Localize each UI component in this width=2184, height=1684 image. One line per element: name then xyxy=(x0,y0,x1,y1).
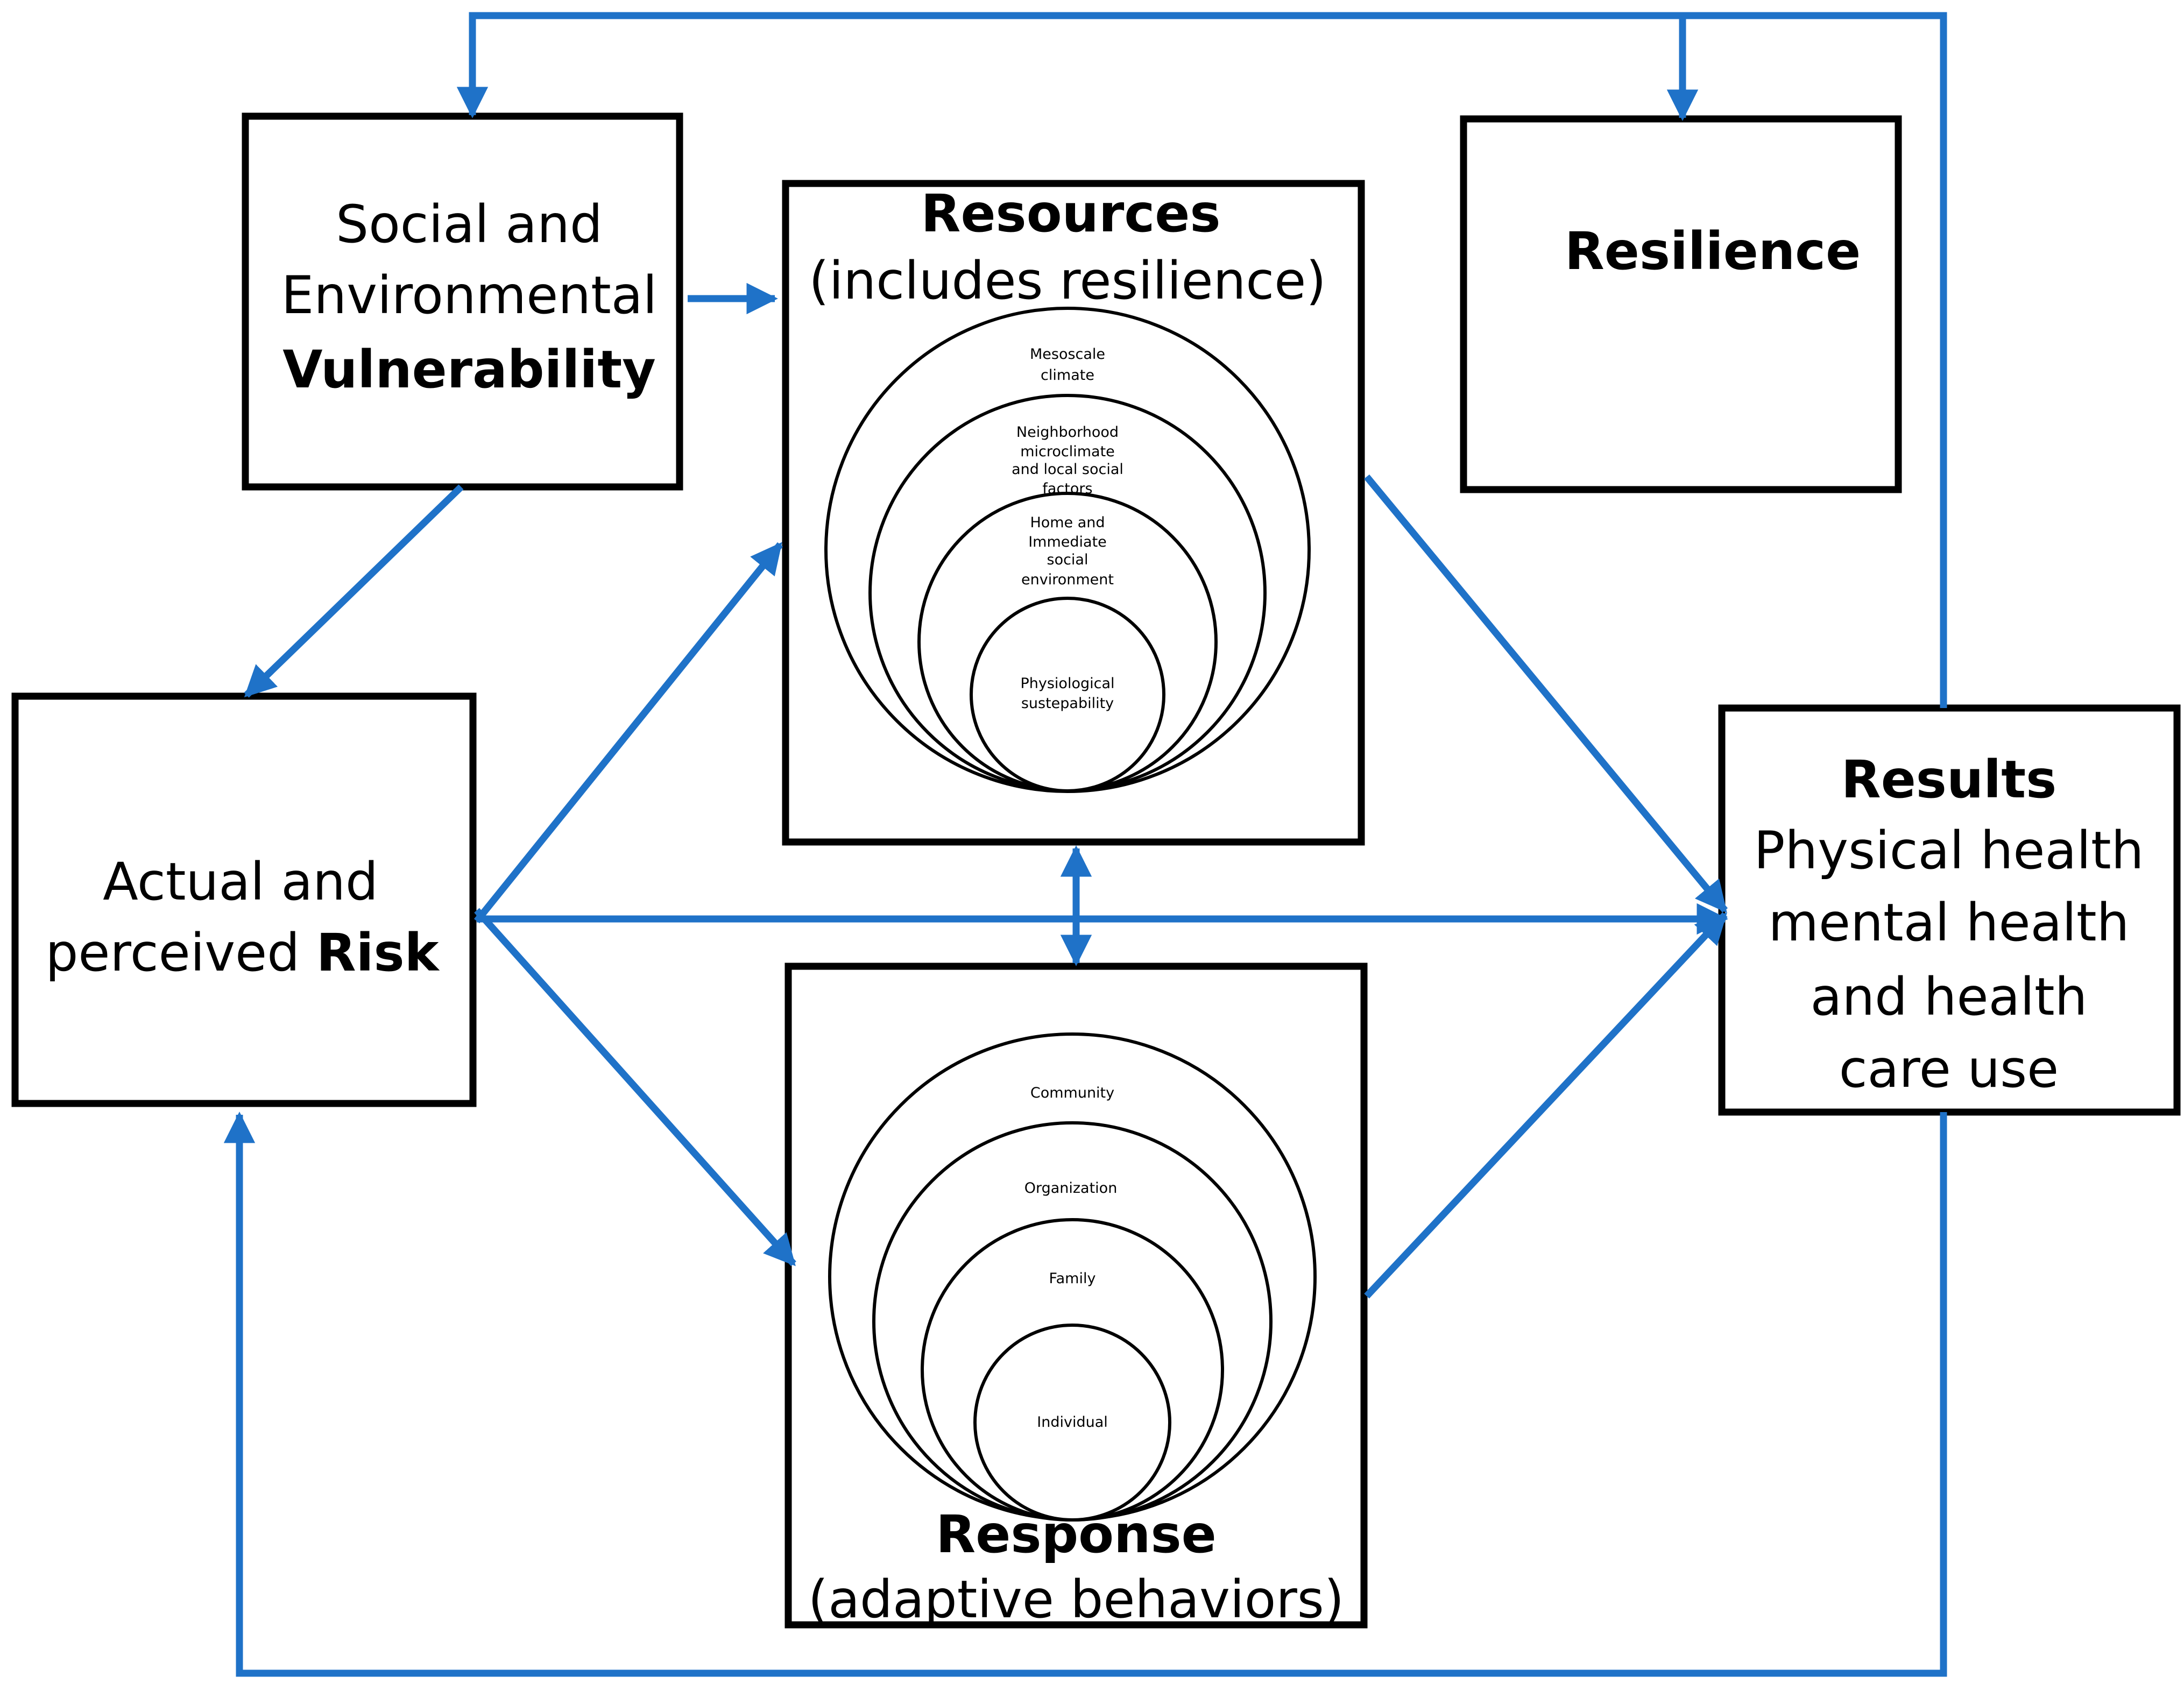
physio-label-2: sustepability xyxy=(1021,695,1114,712)
response-subtitle: (adaptive behaviors) xyxy=(808,1569,1345,1630)
risk-line-1: Actual and xyxy=(103,852,378,912)
results-line-2: mental health xyxy=(1769,893,2130,953)
risk-line-2: perceived Risk xyxy=(45,923,440,983)
results-line-1: Physical health xyxy=(1754,820,2144,881)
risk-to-response-arrow xyxy=(474,908,796,1266)
feedback-arrow-to-vulnerability xyxy=(456,12,1947,708)
response-to-results-arrow xyxy=(1364,912,1728,1299)
physiological-circle xyxy=(970,597,1165,793)
response-box: Community Organization Family Individual… xyxy=(784,963,1368,1630)
risk-line-2-bold: Risk xyxy=(316,923,440,983)
resilience-box: Resilience xyxy=(1460,115,1902,493)
neighborhood-label-3: and local social xyxy=(1012,461,1123,478)
vulnerability-box-border xyxy=(242,112,683,491)
home-label-1: Home and xyxy=(1030,514,1105,531)
mesoscale-label-2: climate xyxy=(1041,367,1094,384)
family-label: Family xyxy=(1049,1270,1096,1287)
resilience-title: Resilience xyxy=(1565,221,1861,281)
organization-label: Organization xyxy=(1024,1180,1118,1197)
neighborhood-label-4: factors xyxy=(1042,480,1092,497)
results-box-border xyxy=(1718,704,2181,1116)
risk-line-1-text: Actual and xyxy=(103,852,378,912)
response-title: Response xyxy=(936,1504,1216,1565)
vulnerability-to-risk-arrow xyxy=(244,484,464,698)
mesoscale-label-1: Mesoscale xyxy=(1030,346,1105,363)
risk-box: Actual and perceived Risk xyxy=(11,692,477,1107)
resources-box: Resources (includes resilience) Mesoscal… xyxy=(782,180,1365,846)
risk-line-2-prefix: perceived xyxy=(45,923,316,983)
neighborhood-label-2: microclimate xyxy=(1020,443,1115,460)
vulnerability-box: Social and Environmental Vulnerability xyxy=(242,112,683,491)
results-line-3: and health xyxy=(1810,967,2087,1027)
resources-to-results-arrow xyxy=(1363,474,1728,913)
home-label-2: Immediate xyxy=(1028,534,1107,550)
resources-subtitle: (includes resilience) xyxy=(809,251,1326,311)
feedback-arrow-to-risk xyxy=(223,1112,1947,1677)
risk-box-border xyxy=(11,692,477,1107)
home-label-3: social xyxy=(1047,551,1089,568)
vulnerability-line-3: Vulnerability xyxy=(282,339,656,400)
risk-to-resources-arrow xyxy=(473,542,783,924)
physio-label-1: Physiological xyxy=(1020,675,1114,692)
neighborhood-label-1: Neighborhood xyxy=(1016,424,1119,441)
community-label: Community xyxy=(1030,1085,1114,1101)
results-box: Results Physical health mental health an… xyxy=(1718,704,2181,1116)
resilience-box-border xyxy=(1460,115,1902,493)
resources-title: Resources xyxy=(921,183,1221,244)
flow-arrows xyxy=(223,12,1947,1677)
results-title: Results xyxy=(1841,749,2056,810)
vulnerability-line-2: Environmental xyxy=(281,265,657,326)
vulnerability-line-1: Social and xyxy=(336,194,603,254)
individual-circle xyxy=(973,1324,1171,1522)
home-label-4: environment xyxy=(1021,571,1114,588)
results-line-4: care use xyxy=(1839,1039,2059,1099)
individual-label: Individual xyxy=(1037,1414,1108,1431)
